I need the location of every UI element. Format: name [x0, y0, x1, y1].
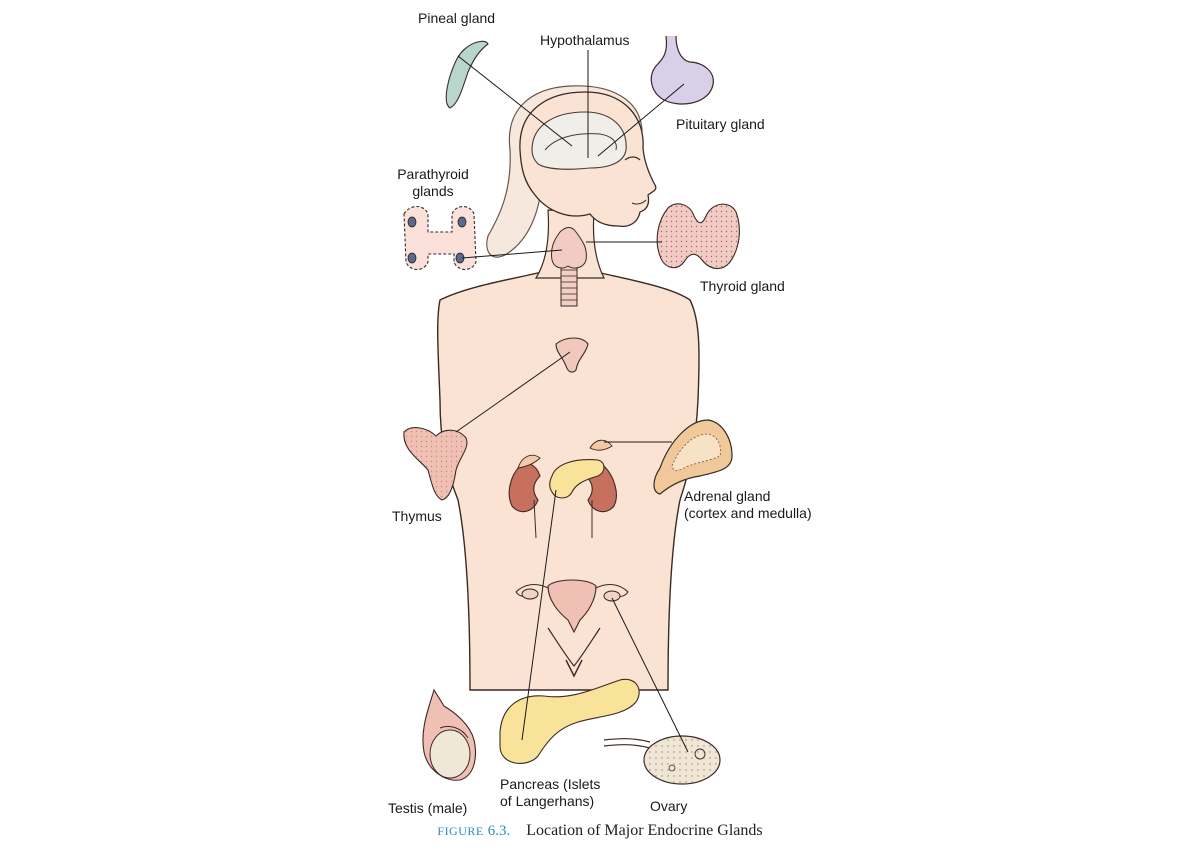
caption-text: Location of Major Endocrine Glands [526, 822, 763, 839]
label-hypothalamus: Hypothalamus [540, 32, 630, 48]
label-pituitary-gland: Pituitary gland [676, 116, 765, 132]
label-ovary: Ovary [650, 798, 688, 814]
label-pancreas: Pancreas (Islets of Langerhans) [500, 776, 600, 810]
label-parathyroid-line-1: Parathyroid [397, 166, 469, 182]
trachea [560, 261, 578, 307]
adrenal-right [589, 439, 613, 451]
pineal-gland-detail [445, 40, 489, 109]
label-adrenal-gland: Adrenal gland (cortex and medulla) [684, 488, 812, 522]
label-pancreas-line-2: of Langerhans) [500, 793, 595, 809]
caption-figure-word: FIGURE [437, 824, 484, 838]
label-pancreas-line-1: Pancreas (Islets [500, 776, 601, 792]
figure-caption: FIGURE 6.3. Location of Major Endocrine … [0, 822, 1200, 840]
label-adrenal-line-2: (cortex and medulla) [684, 505, 812, 521]
ovary-detail [603, 735, 721, 785]
thyroid-in-body [551, 227, 587, 269]
brain [531, 111, 627, 170]
ovary-left-in-body [521, 588, 539, 600]
label-adrenal-line-1: Adrenal gland [684, 488, 771, 504]
label-testis: Testis (male) [388, 800, 468, 816]
label-pineal-gland: Pineal gland [418, 10, 496, 26]
uterus [547, 579, 597, 634]
label-thyroid-gland: Thyroid gland [700, 278, 785, 294]
label-thymus: Thymus [392, 508, 442, 524]
ovary-right-in-body [603, 590, 621, 602]
adrenal-left [517, 454, 541, 469]
leader-lines [455, 50, 689, 753]
kidney-left [508, 462, 541, 513]
label-parathyroid-glands: Parathyroid glands [394, 166, 472, 200]
pituitary-gland-detail [650, 35, 714, 105]
pancreas-in-body [549, 459, 605, 499]
parathyroid-glands-detail [403, 205, 477, 271]
label-parathyroid-line-2: glands [412, 183, 454, 199]
pancreas-detail [499, 678, 640, 764]
thymus-in-body [555, 337, 589, 373]
testis-detail [422, 688, 477, 781]
caption-figure-number: 6.3. [487, 823, 511, 839]
